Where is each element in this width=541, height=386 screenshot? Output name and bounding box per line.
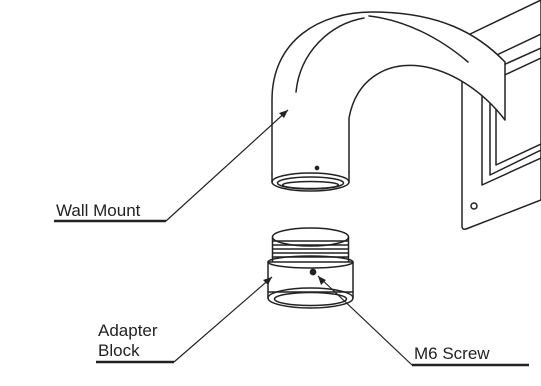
leader-lines <box>54 109 529 367</box>
wall-mount-arm <box>271 11 506 192</box>
adapter-block-label-line2: Block <box>98 341 140 360</box>
m6-screw-label: M6 Screw <box>414 344 490 363</box>
wall-mount-label: Wall Mount <box>56 201 141 220</box>
arrowheads <box>263 110 326 285</box>
adapter-block-label-line1: Adapter <box>98 321 158 340</box>
adapter-block <box>267 227 354 309</box>
